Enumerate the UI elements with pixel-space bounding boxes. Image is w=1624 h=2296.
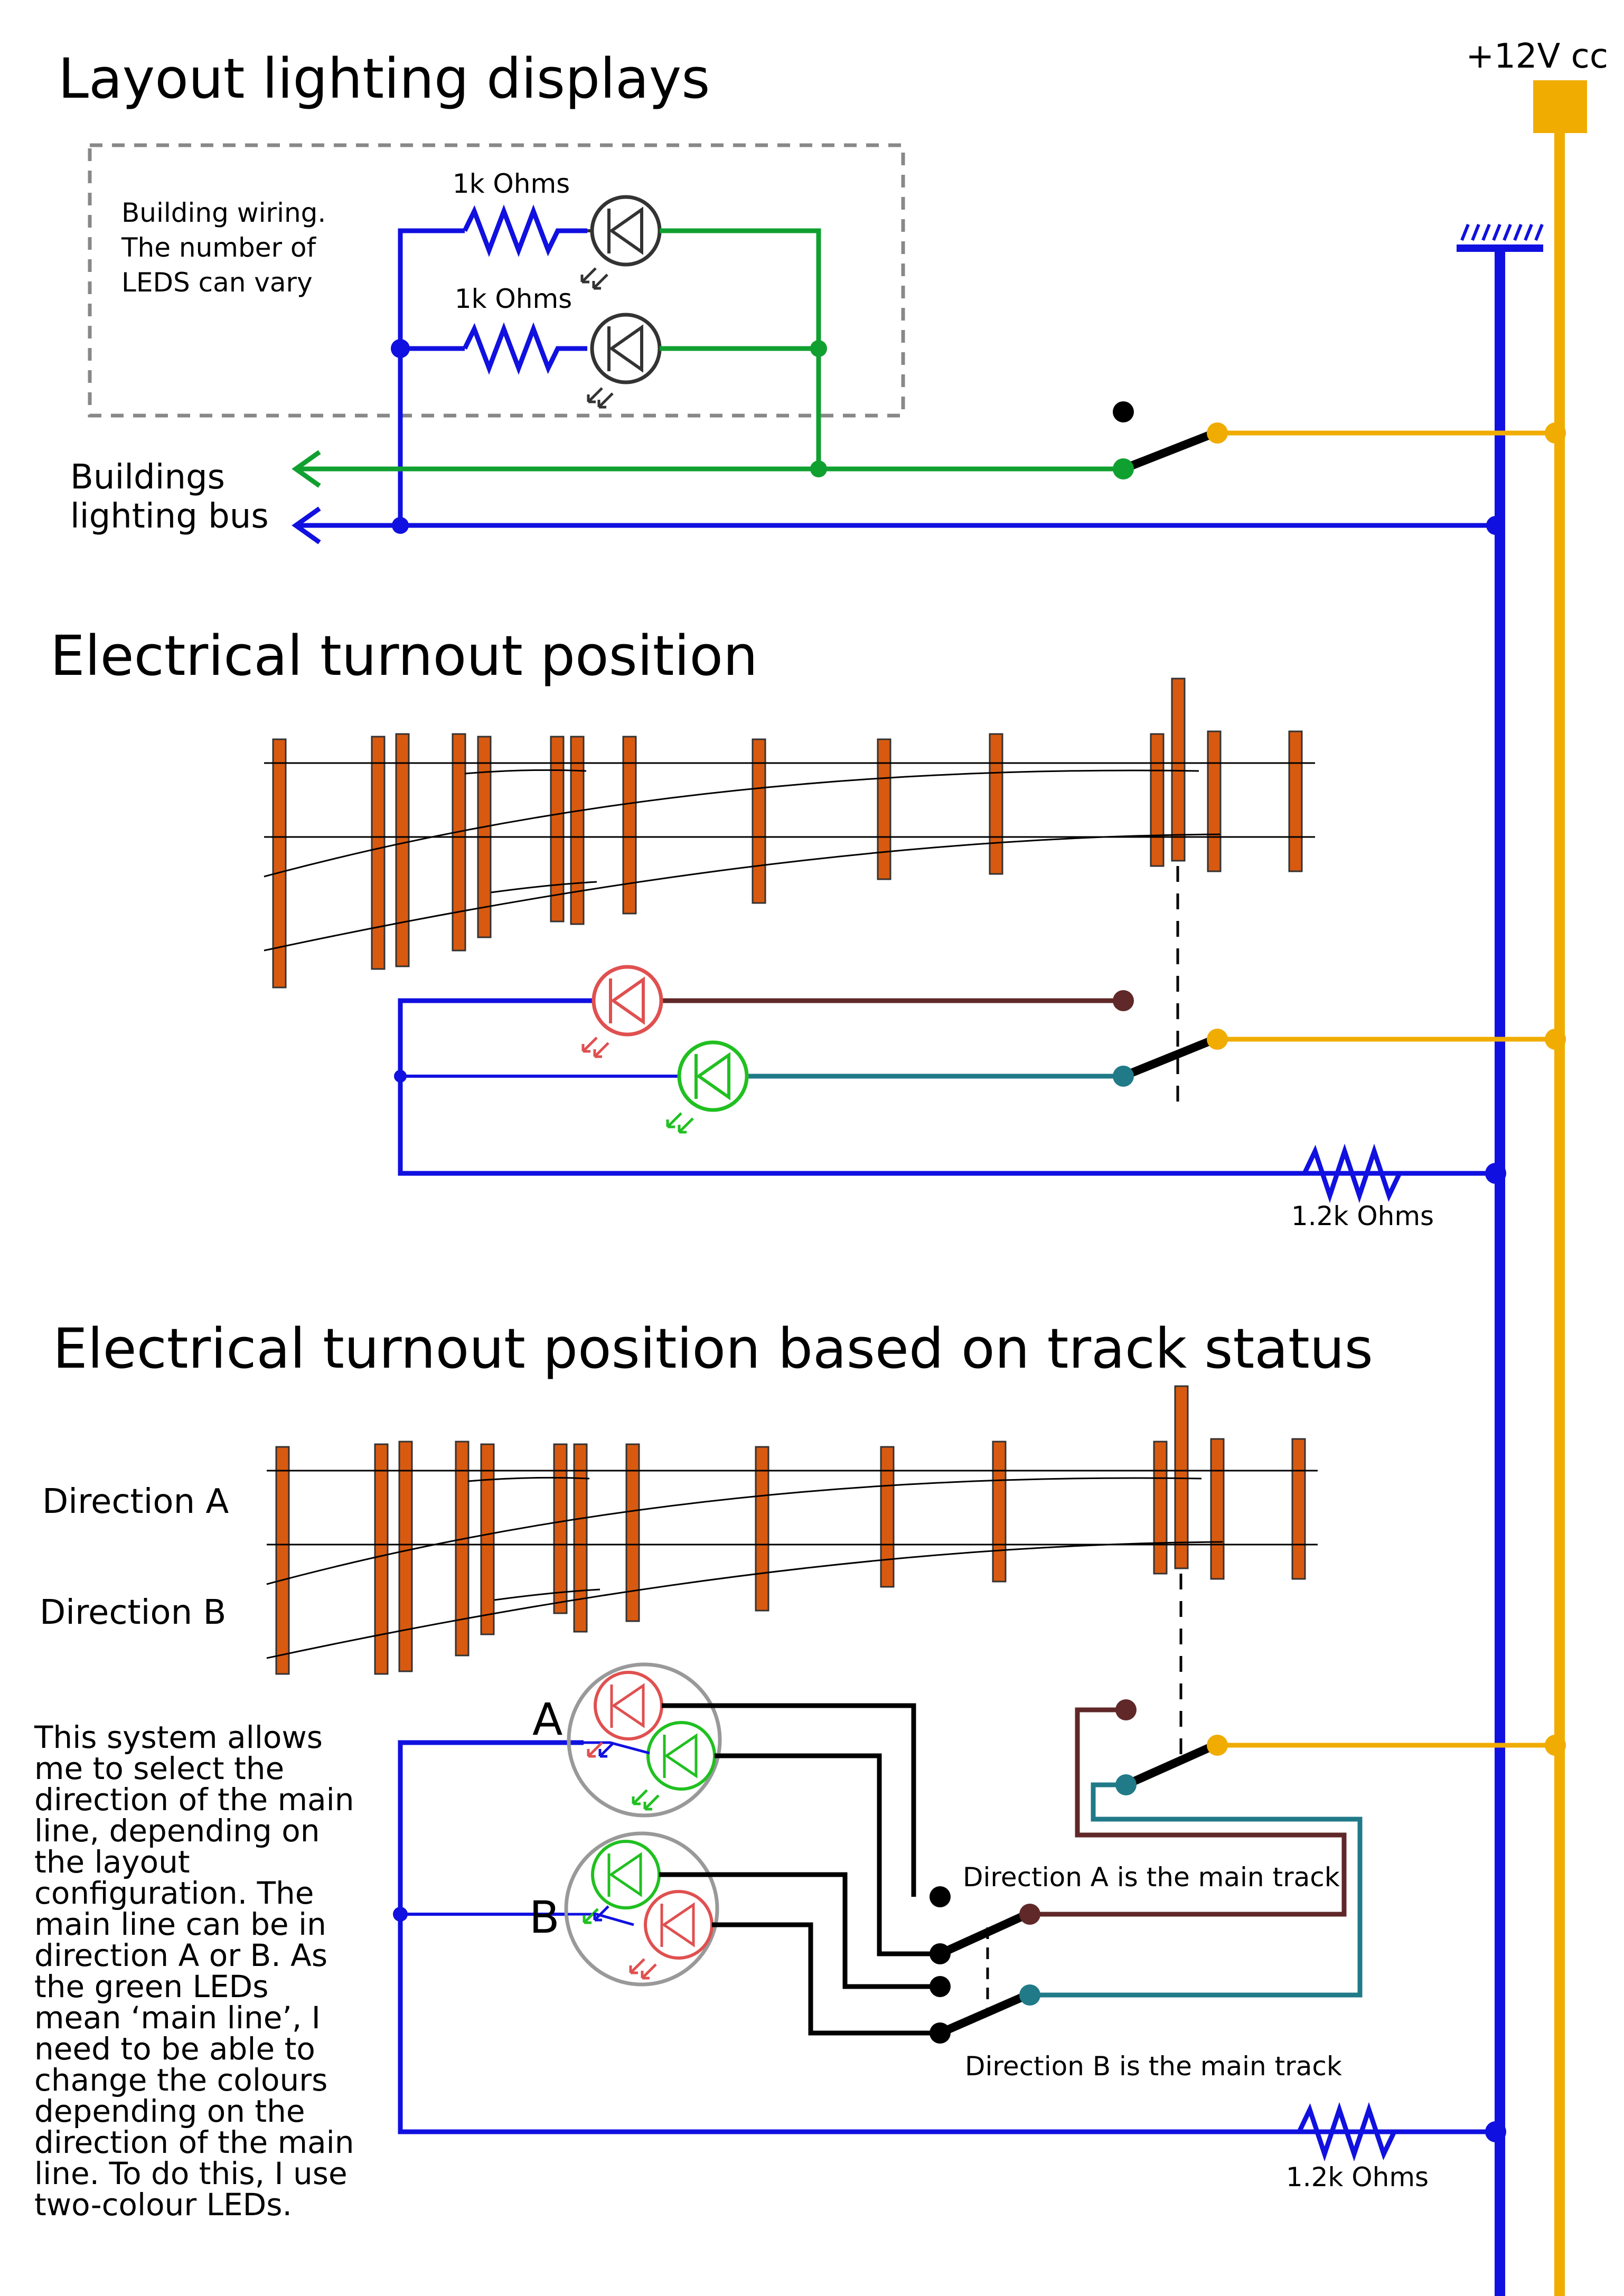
resistor-1-2k-bottom-label: 1.2k Ohms: [1286, 2162, 1429, 2193]
led-b-letter: B: [529, 1892, 560, 1943]
supply-voltage-label: +12V cc: [1466, 37, 1608, 76]
building-note: Building wiring. The number of LEDS can …: [121, 197, 334, 298]
building-wiring-box: Building wiring. The number of LEDS can …: [88, 143, 905, 418]
resistor-1k-bottom: [462, 322, 587, 375]
explanation-line: mean ‘main line’, I: [34, 2000, 321, 2036]
building-led-bottom: [587, 313, 662, 409]
explanation-line: depending on the: [34, 2093, 305, 2129]
junction: [394, 1070, 407, 1083]
explanation-line: direction A or B. As: [34, 1937, 327, 1973]
two-colour-led-b: [564, 1831, 719, 1987]
power-rails: +12V cc: [1457, 37, 1608, 2296]
direction-a-selector-switch: [930, 1886, 1040, 1964]
sleepers: [272, 677, 1303, 989]
track-status-ground-wiring: [398, 1740, 1496, 2162]
green-led-top: [666, 1040, 749, 1134]
explanation-line: direction of the main: [34, 2124, 354, 2160]
ground-symbol: [1460, 223, 1544, 241]
switch-a-label: Direction A is the main track: [963, 1862, 1340, 1893]
turnout-switch-top: [1113, 990, 1566, 1087]
direction-a-label: Direction A: [42, 1482, 229, 1521]
switch-b-label: Direction B is the main track: [965, 2051, 1342, 2082]
resistor-1k-bottom-label: 1k Ohms: [455, 284, 572, 314]
resistor-1k-top: [462, 204, 587, 257]
explanation-line: two-colour LEDs.: [34, 2187, 292, 2223]
building-ground-wiring: [292, 204, 1496, 544]
building-led-top: [580, 195, 662, 290]
explanation-line: me to select the: [34, 1751, 284, 1786]
explanation-line: the green LEDs: [34, 1969, 268, 2005]
sleepers: [275, 1385, 1306, 1675]
junction: [1485, 2121, 1506, 2142]
resistor-1-2k-top-label: 1.2k Ohms: [1291, 1201, 1434, 1231]
turnout-track-bottom: [266, 1385, 1318, 1675]
turnout-switch-bottom: [1115, 1699, 1566, 1795]
green-led-a: [646, 1721, 716, 1791]
direction-b-selector-switch: [930, 1976, 1040, 2044]
explanation-text: This system allows me to select the dire…: [34, 1719, 364, 2223]
red-led-top: [581, 965, 663, 1058]
section1-title: Layout lighting displays: [58, 46, 710, 111]
supply-terminal: [1533, 80, 1587, 133]
resistor-1-2k-top: [1302, 1143, 1426, 1203]
red-led-a: [594, 1671, 663, 1740]
two-colour-led-a: [567, 1662, 722, 1818]
red-led-b: [644, 1890, 714, 1960]
junction: [1485, 1163, 1506, 1184]
turnout-track-top: [264, 677, 1315, 989]
direction-b-label: Direction B: [40, 1593, 226, 1632]
led-a-letter: A: [532, 1693, 562, 1745]
building-note-line: The number of: [121, 232, 317, 263]
explanation-line: direction of the main: [34, 1782, 354, 1818]
explanation-line: change the colours: [34, 2062, 327, 2098]
lighting-bus-label-line: lighting bus: [70, 497, 269, 536]
section3-title: Electrical turnout position based on tra…: [53, 1316, 1373, 1381]
rails: [264, 762, 1315, 952]
rails: [266, 1470, 1318, 1659]
building-note-line: LEDS can vary: [121, 267, 313, 298]
turnout-switch-wiring-bottom: [1030, 1707, 1363, 1998]
explanation-line: need to be able to: [34, 2031, 315, 2067]
junction: [393, 1907, 408, 1922]
led-selector-wiring: [659, 1703, 940, 2036]
resistor-1k-top-label: 1k Ohms: [453, 168, 570, 199]
explanation-line: This system allows: [34, 1719, 323, 1755]
section2-title: Electrical turnout position: [50, 624, 758, 688]
lighting-switch: [1113, 401, 1566, 479]
explanation-line: configuration. The: [34, 1875, 314, 1911]
building-lighting-bus-wiring: [292, 228, 1121, 488]
resistor-1-2k-bottom: [1297, 2102, 1421, 2162]
explanation-line: main line can be in: [34, 1906, 326, 1942]
explanation-line: the layout: [34, 1844, 190, 1880]
explanation-line: line, depending on: [34, 1813, 320, 1849]
turnout-wiring-top: [398, 998, 1496, 1203]
building-note-line: Building wiring.: [121, 197, 326, 228]
bus-junctions: [391, 339, 1505, 535]
lighting-bus-label-line: Buildings: [70, 458, 225, 497]
explanation-line: line. To do this, I use: [34, 2156, 348, 2191]
lighting-bus-label: Buildings lighting bus: [70, 458, 269, 536]
green-led-b: [591, 1840, 661, 1909]
